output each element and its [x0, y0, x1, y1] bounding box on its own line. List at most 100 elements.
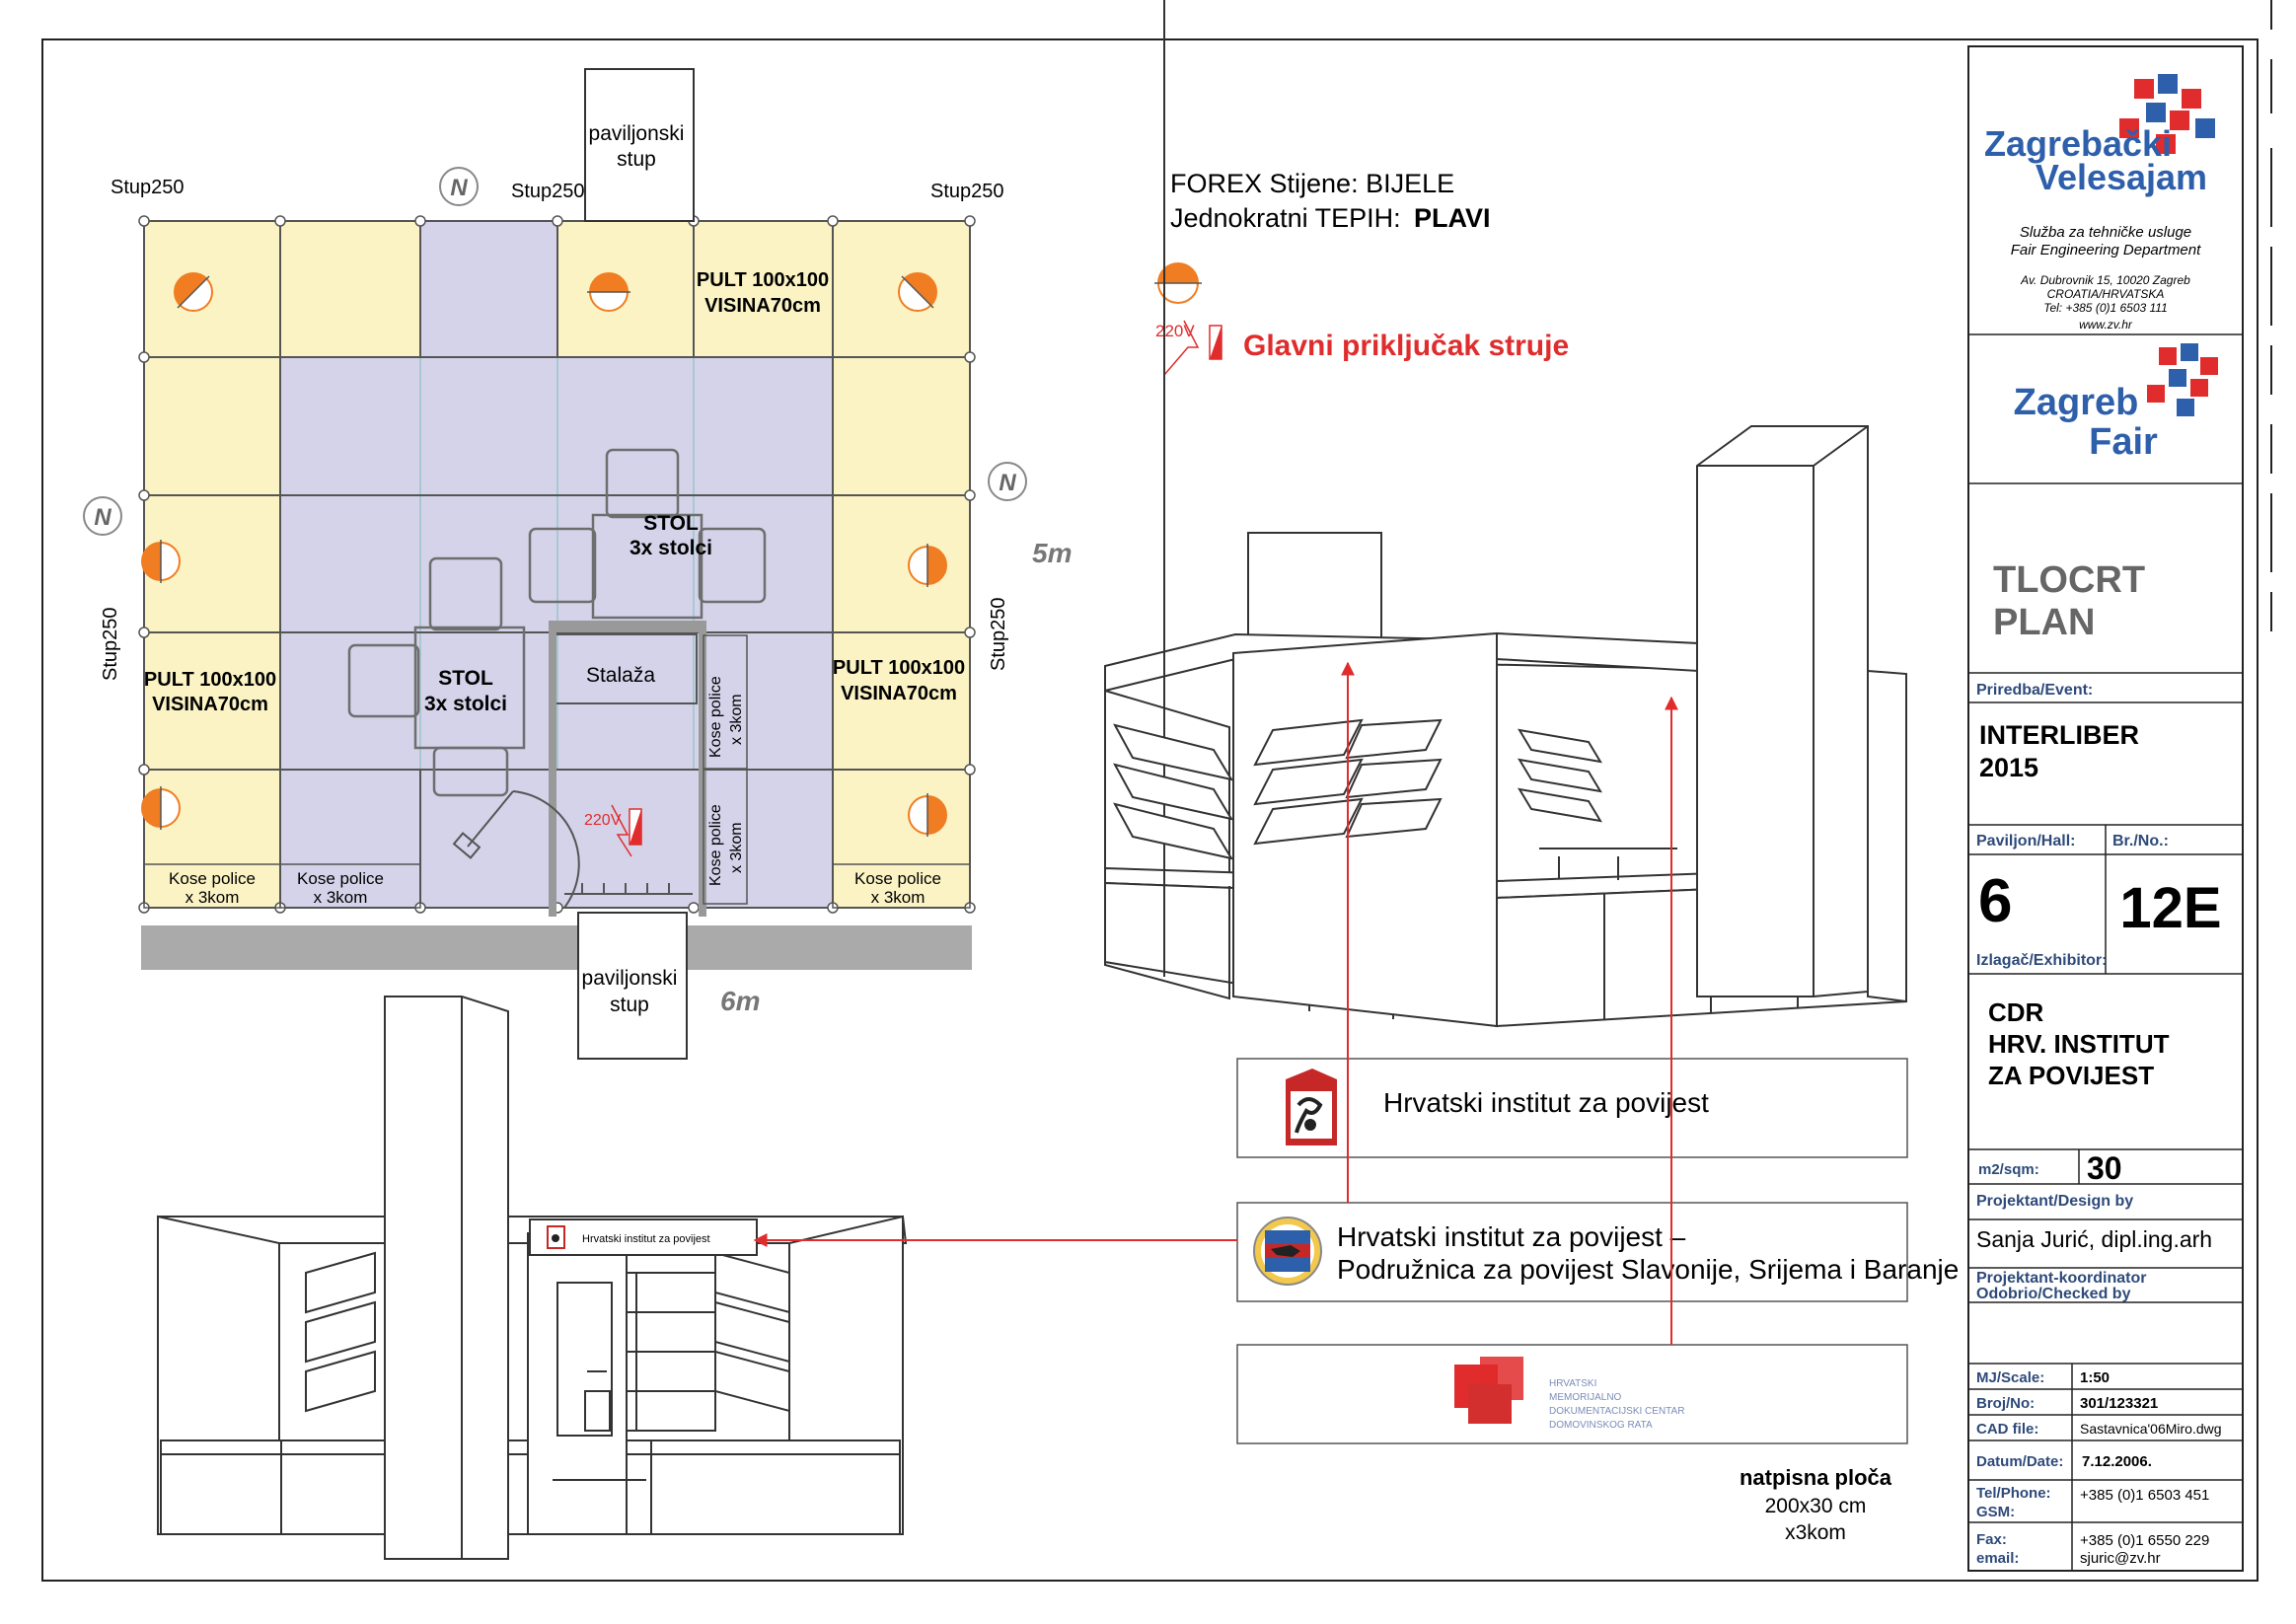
reflector-icon: [141, 786, 181, 830]
table-top: [591, 513, 704, 620]
doc-title-line1: TLOCRT: [1993, 559, 2145, 601]
exhibitor-label: Izlagač/Exhibitor:: [1976, 952, 2107, 969]
pult-left-line1: PULT 100x100: [144, 669, 276, 691]
velesajam-logo-line1: Zagrebački: [1984, 123, 2172, 164]
event-line2: 2015: [1979, 753, 2038, 782]
pavilion-pillar-top-label-1: paviljonski: [589, 122, 685, 145]
fax-value-line1: +385 (0)1 6550 229: [2080, 1532, 2209, 1549]
natpisna-line2: 200x30 cm: [1765, 1495, 1867, 1517]
reflector-icon: [908, 544, 947, 587]
sign-board-1: [1236, 1058, 1908, 1158]
exhibitor-line2: HRV. INSTITUT: [1988, 1029, 2170, 1059]
kose-bottom-2-line2: x 3kom: [314, 888, 368, 907]
furniture: [347, 448, 767, 797]
address-line3: Tel: +385 (0)1 6503 111: [2043, 301, 2168, 315]
grid-nodes: [138, 215, 976, 914]
scale-label: MJ/Scale:: [1976, 1369, 2044, 1386]
svg-text:220V: 220V: [1155, 322, 1195, 340]
dimension-6m: 6m: [720, 986, 760, 1016]
coord-label-line1: Projektant-koordinator: [1976, 1270, 2146, 1287]
pult-top-line2: VISINA70cm: [704, 295, 821, 317]
natpisna-line3: x3kom: [1785, 1521, 1846, 1544]
sign-boards: Hrvatski institut za povijest Hrvatski i…: [1236, 1058, 1959, 1544]
sign-board-2-line1: Hrvatski institut za povijest –: [1337, 1221, 1686, 1252]
fax-label-line2: email:: [1976, 1550, 2019, 1567]
dimension-5m: 5m: [1032, 538, 1072, 568]
tel-label-line1: Tel/Phone:: [1976, 1485, 2051, 1502]
broj-label: Broj/No:: [1976, 1395, 2035, 1412]
kose-bottom-1-line2: x 3kom: [185, 888, 240, 907]
area-value: 30: [2087, 1150, 2122, 1186]
floor-plan: paviljonski stup paviljonski stup Stup25…: [83, 68, 1072, 1060]
forex-text: FOREX Stijene: BIJELE: [1170, 169, 1454, 198]
address-line1: Av. Dubrovnik 15, 10020 Zagreb: [2020, 273, 2190, 287]
perspective-view-right: [1104, 0, 1907, 1028]
svg-text:220V: 220V: [584, 812, 622, 829]
stalaza-label: Stalaža: [586, 664, 655, 687]
slavonia-crest-icon: [1253, 1217, 1322, 1286]
kose-vertical-2-line1: Kose police: [707, 804, 724, 886]
memorial-line3: DOKUMENTACIJSKI CENTAR: [1549, 1406, 1684, 1417]
shelves-bottom: [143, 863, 971, 909]
address-line2: CROATIA/HRVATSKA: [2047, 287, 2165, 301]
coord-label-line2: Odobrio/Checked by: [1976, 1286, 2131, 1302]
zagreb-fair-logo-icon: [2147, 343, 2218, 416]
pavilion-pillar-bottom-label-1: paviljonski: [582, 967, 678, 990]
pavilion-pillar-bottom-label-2: stup: [610, 994, 649, 1016]
memorial-centre-logo-icon: [1454, 1357, 1523, 1424]
power-outlet-icon: 220V: [584, 804, 642, 857]
stup-label-top-right: Stup250: [930, 181, 1004, 202]
stup-label-right: Stup250: [988, 597, 1009, 671]
stol-left-line1: STOL: [438, 667, 493, 690]
datum-label: Datum/Date:: [1976, 1453, 2063, 1470]
legend: FOREX Stijene: BIJELE Jednokratni TEPIH:…: [1154, 169, 1569, 376]
stol-top-line1: STOL: [643, 512, 699, 535]
broj-value: 301/123321: [2080, 1395, 2158, 1412]
design-label: Projektant/Design by: [1976, 1193, 2133, 1210]
stol-left-line2: 3x stolci: [424, 693, 507, 715]
kose-bottom-2-line1: Kose police: [297, 869, 384, 888]
reflector-icon: [141, 540, 181, 583]
sign-board-2-line2: Podružnica za povijest Slavonije, Srijem…: [1337, 1254, 1959, 1285]
kose-vertical-1-line1: Kose police: [707, 676, 724, 758]
zagreb-fair-line1: Zagreb: [2014, 382, 2139, 423]
reflector-icons: [141, 272, 947, 837]
hall-label: Paviljon/Hall:: [1976, 833, 2075, 849]
glavni-legend-text: Glavni priključak struje: [1243, 330, 1569, 362]
shelf-vertical-1: [703, 634, 748, 770]
kose-vertical-1-line2: x 3kom: [728, 694, 745, 745]
kose-bottom-1-line1: Kose police: [169, 869, 256, 888]
pult-top-line1: PULT 100x100: [697, 269, 829, 291]
reflector-legend-icon: [1154, 262, 1202, 304]
pult-right-line2: VISINA70cm: [841, 683, 957, 704]
tel-value: +385 (0)1 6503 451: [2080, 1487, 2209, 1504]
pavilion-pillar-top-label-2: stup: [617, 148, 656, 171]
sign-board-1-text: Hrvatski institut za povijest: [1383, 1087, 1709, 1118]
reflector-icon: [908, 793, 947, 837]
north-icon: N: [83, 496, 122, 536]
sheet-border: [41, 38, 2259, 1582]
svg-text:N: N: [94, 504, 111, 531]
stup-label-left: Stup250: [100, 607, 121, 681]
reflector-icon: [174, 272, 213, 312]
datum-value: 7.12.2006.: [2082, 1453, 2152, 1470]
pointer-arrows: [753, 661, 1678, 1345]
svg-text:N: N: [999, 470, 1016, 496]
kose-bottom-3-line2: x 3kom: [871, 888, 926, 907]
hall-value: 6: [1978, 867, 2012, 935]
doc-title-line2: PLAN: [1993, 602, 2095, 643]
front-banner-logo-icon: [547, 1225, 565, 1249]
front-banner-text: Hrvatski institut za povijest: [582, 1233, 710, 1245]
stalaza-unit: Stalaža: [549, 621, 706, 917]
pavilion-pillar-top: [584, 68, 695, 222]
kose-vertical-2-line2: x 3kom: [728, 822, 745, 873]
cad-value: Sastavnica'06Miro.dwg: [2080, 1421, 2222, 1437]
sign-board-3: [1236, 1344, 1908, 1444]
kose-bottom-3-line1: Kose police: [854, 869, 941, 888]
power-legend-icon: 220V: [1155, 320, 1222, 376]
reflector-icon: [898, 272, 937, 312]
exhibitor-line3: ZA POVIJEST: [1988, 1061, 2154, 1090]
tepih-value: PLAVI: [1414, 203, 1491, 233]
perspective-view-front: [156, 996, 908, 1560]
